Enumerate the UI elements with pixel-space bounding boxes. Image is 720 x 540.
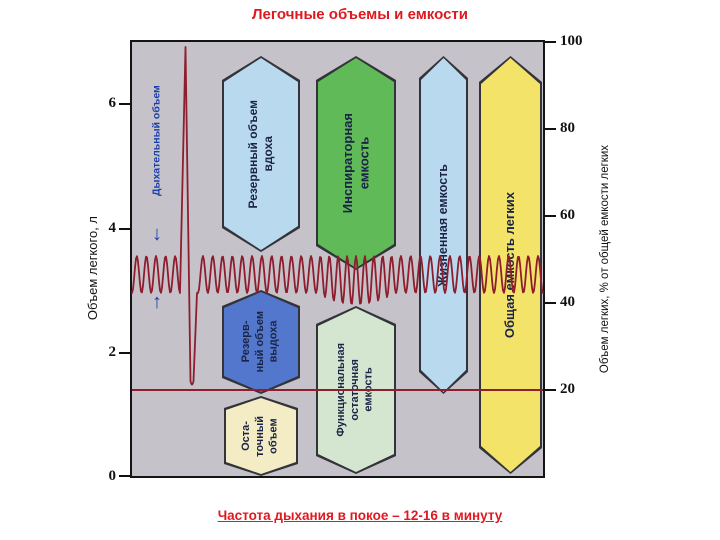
- y-axis-right-label-wrap: Объем легких, % от общей емкости легких: [596, 40, 614, 478]
- block-inspiratory-reserve-volume-fill: Резервный объем вдоха: [224, 58, 298, 250]
- block-functional-residual-capacity-fill: Функциональная остаточная емкость: [318, 308, 394, 472]
- block-inspiratory-reserve-volume-label: Резервный объем вдоха: [246, 99, 275, 209]
- block-residual-volume-label: Оста- точный объем: [240, 415, 280, 457]
- right-tick-label-20: 20: [560, 381, 575, 397]
- right-tick-label-60: 60: [560, 207, 575, 223]
- block-total-lung-capacity-label: Общая емкость легких: [502, 191, 518, 339]
- right-tick-label-80: 80: [560, 120, 575, 136]
- y-axis-left-label: Объем легкого, л: [84, 215, 100, 321]
- left-tick-2: [119, 352, 130, 354]
- slide-title: Легочные объемы и емкости: [252, 6, 468, 23]
- block-inspiratory-capacity-fill: Инспираторная емкость: [318, 58, 394, 268]
- tidal-up-arrow-icon: ↑: [152, 291, 162, 313]
- block-vital-capacity: Жизненная емкость: [419, 56, 468, 394]
- block-expiratory-reserve-volume: Резерв- ный объем выдоха: [222, 290, 300, 394]
- left-tick-0: [119, 475, 130, 477]
- right-tick-60: [545, 215, 556, 217]
- y-axis-right-label: Объем легких, % от общей емкости легких: [598, 144, 611, 374]
- caption: Частота дыхания в покое – 12-16 в минуту: [217, 508, 503, 523]
- right-tick-100: [545, 41, 556, 43]
- left-tick-label-0: 0: [108, 468, 117, 484]
- y-axis-left-label-wrap: Объем легкого, л: [84, 168, 102, 368]
- block-functional-residual-capacity: Функциональная остаточная емкость: [316, 306, 396, 474]
- left-tick-4: [119, 228, 130, 230]
- right-tick-label-40: 40: [560, 294, 575, 310]
- tidal-down-arrow-icon: ↓: [152, 223, 162, 245]
- block-total-lung-capacity-fill: Общая емкость легких: [481, 58, 540, 472]
- right-tick-40: [545, 302, 556, 304]
- block-vital-capacity-label: Жизненная емкость: [435, 163, 450, 287]
- left-tick-label-4: 4: [108, 220, 117, 236]
- right-tick-20: [545, 389, 556, 391]
- block-vital-capacity-fill: Жизненная емкость: [421, 58, 466, 392]
- left-tick-6: [119, 103, 130, 105]
- right-tick-80: [545, 128, 556, 130]
- block-expiratory-reserve-volume-fill: Резерв- ный объем выдоха: [224, 292, 298, 392]
- block-tidal-volume-label: Дыхательный объем: [150, 85, 163, 197]
- block-residual-volume-fill: Оста- точный объем: [226, 398, 296, 474]
- block-inspiratory-reserve-volume: Резервный объем вдоха: [222, 56, 300, 252]
- block-total-lung-capacity: Общая емкость легких: [479, 56, 542, 474]
- left-tick-label-6: 6: [108, 95, 117, 111]
- right-tick-label-100: 100: [560, 33, 583, 49]
- block-functional-residual-capacity-label: Функциональная остаточная емкость: [335, 343, 375, 437]
- left-tick-label-2: 2: [108, 344, 117, 360]
- block-inspiratory-capacity-label: Инспираторная емкость: [339, 112, 371, 214]
- block-inspiratory-capacity: Инспираторная емкость: [316, 56, 396, 270]
- block-expiratory-reserve-volume-label: Резерв- ный объем выдоха: [240, 311, 280, 373]
- block-residual-volume: Оста- точный объем: [224, 396, 298, 476]
